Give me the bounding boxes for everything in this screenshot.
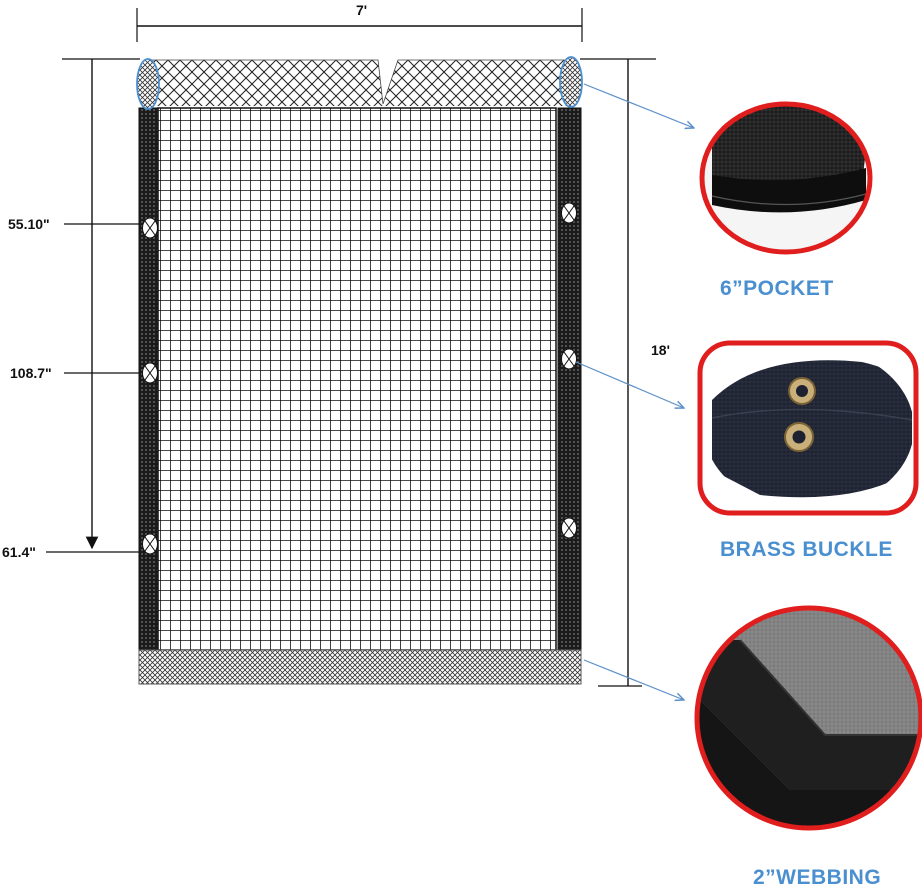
buckle-markers [142, 202, 577, 555]
webbing-detail-image [694, 605, 922, 831]
pocket-end-left [136, 58, 160, 110]
webbing-leader-arrow [583, 659, 684, 700]
pocket-leader-arrow [583, 83, 694, 128]
buckle-marker [142, 362, 158, 384]
buckle-detail-image [697, 340, 919, 516]
pocket-detail-image [699, 101, 873, 255]
net-body [157, 107, 557, 651]
width-dimension [136, 8, 583, 42]
pocket-label: 6”POCKET [720, 277, 834, 300]
pocket-end-right [559, 56, 583, 108]
buckle-marker [561, 202, 577, 224]
spacing-label-1: 55.10" [8, 216, 50, 232]
spacing-label-2: 108.7" [10, 365, 52, 381]
width-label: 7' [356, 2, 368, 18]
brass-buckle-label: BRASS BUCKLE [720, 538, 893, 561]
spacing-dimension [46, 58, 142, 553]
length-dimension [580, 58, 656, 687]
buckle-marker [561, 348, 577, 370]
buckle-leader-arrow [575, 361, 684, 408]
buckle-marker [142, 533, 158, 555]
top-pocket [136, 56, 583, 110]
spacing-label-3: 61.4" [2, 544, 36, 560]
webbing-label: 2”WEBBING [753, 866, 882, 889]
length-label: 18' [651, 342, 670, 358]
bottom-hem [138, 649, 582, 685]
right-strap [557, 107, 582, 651]
buckle-marker [142, 217, 158, 239]
buckle-marker [561, 517, 577, 539]
